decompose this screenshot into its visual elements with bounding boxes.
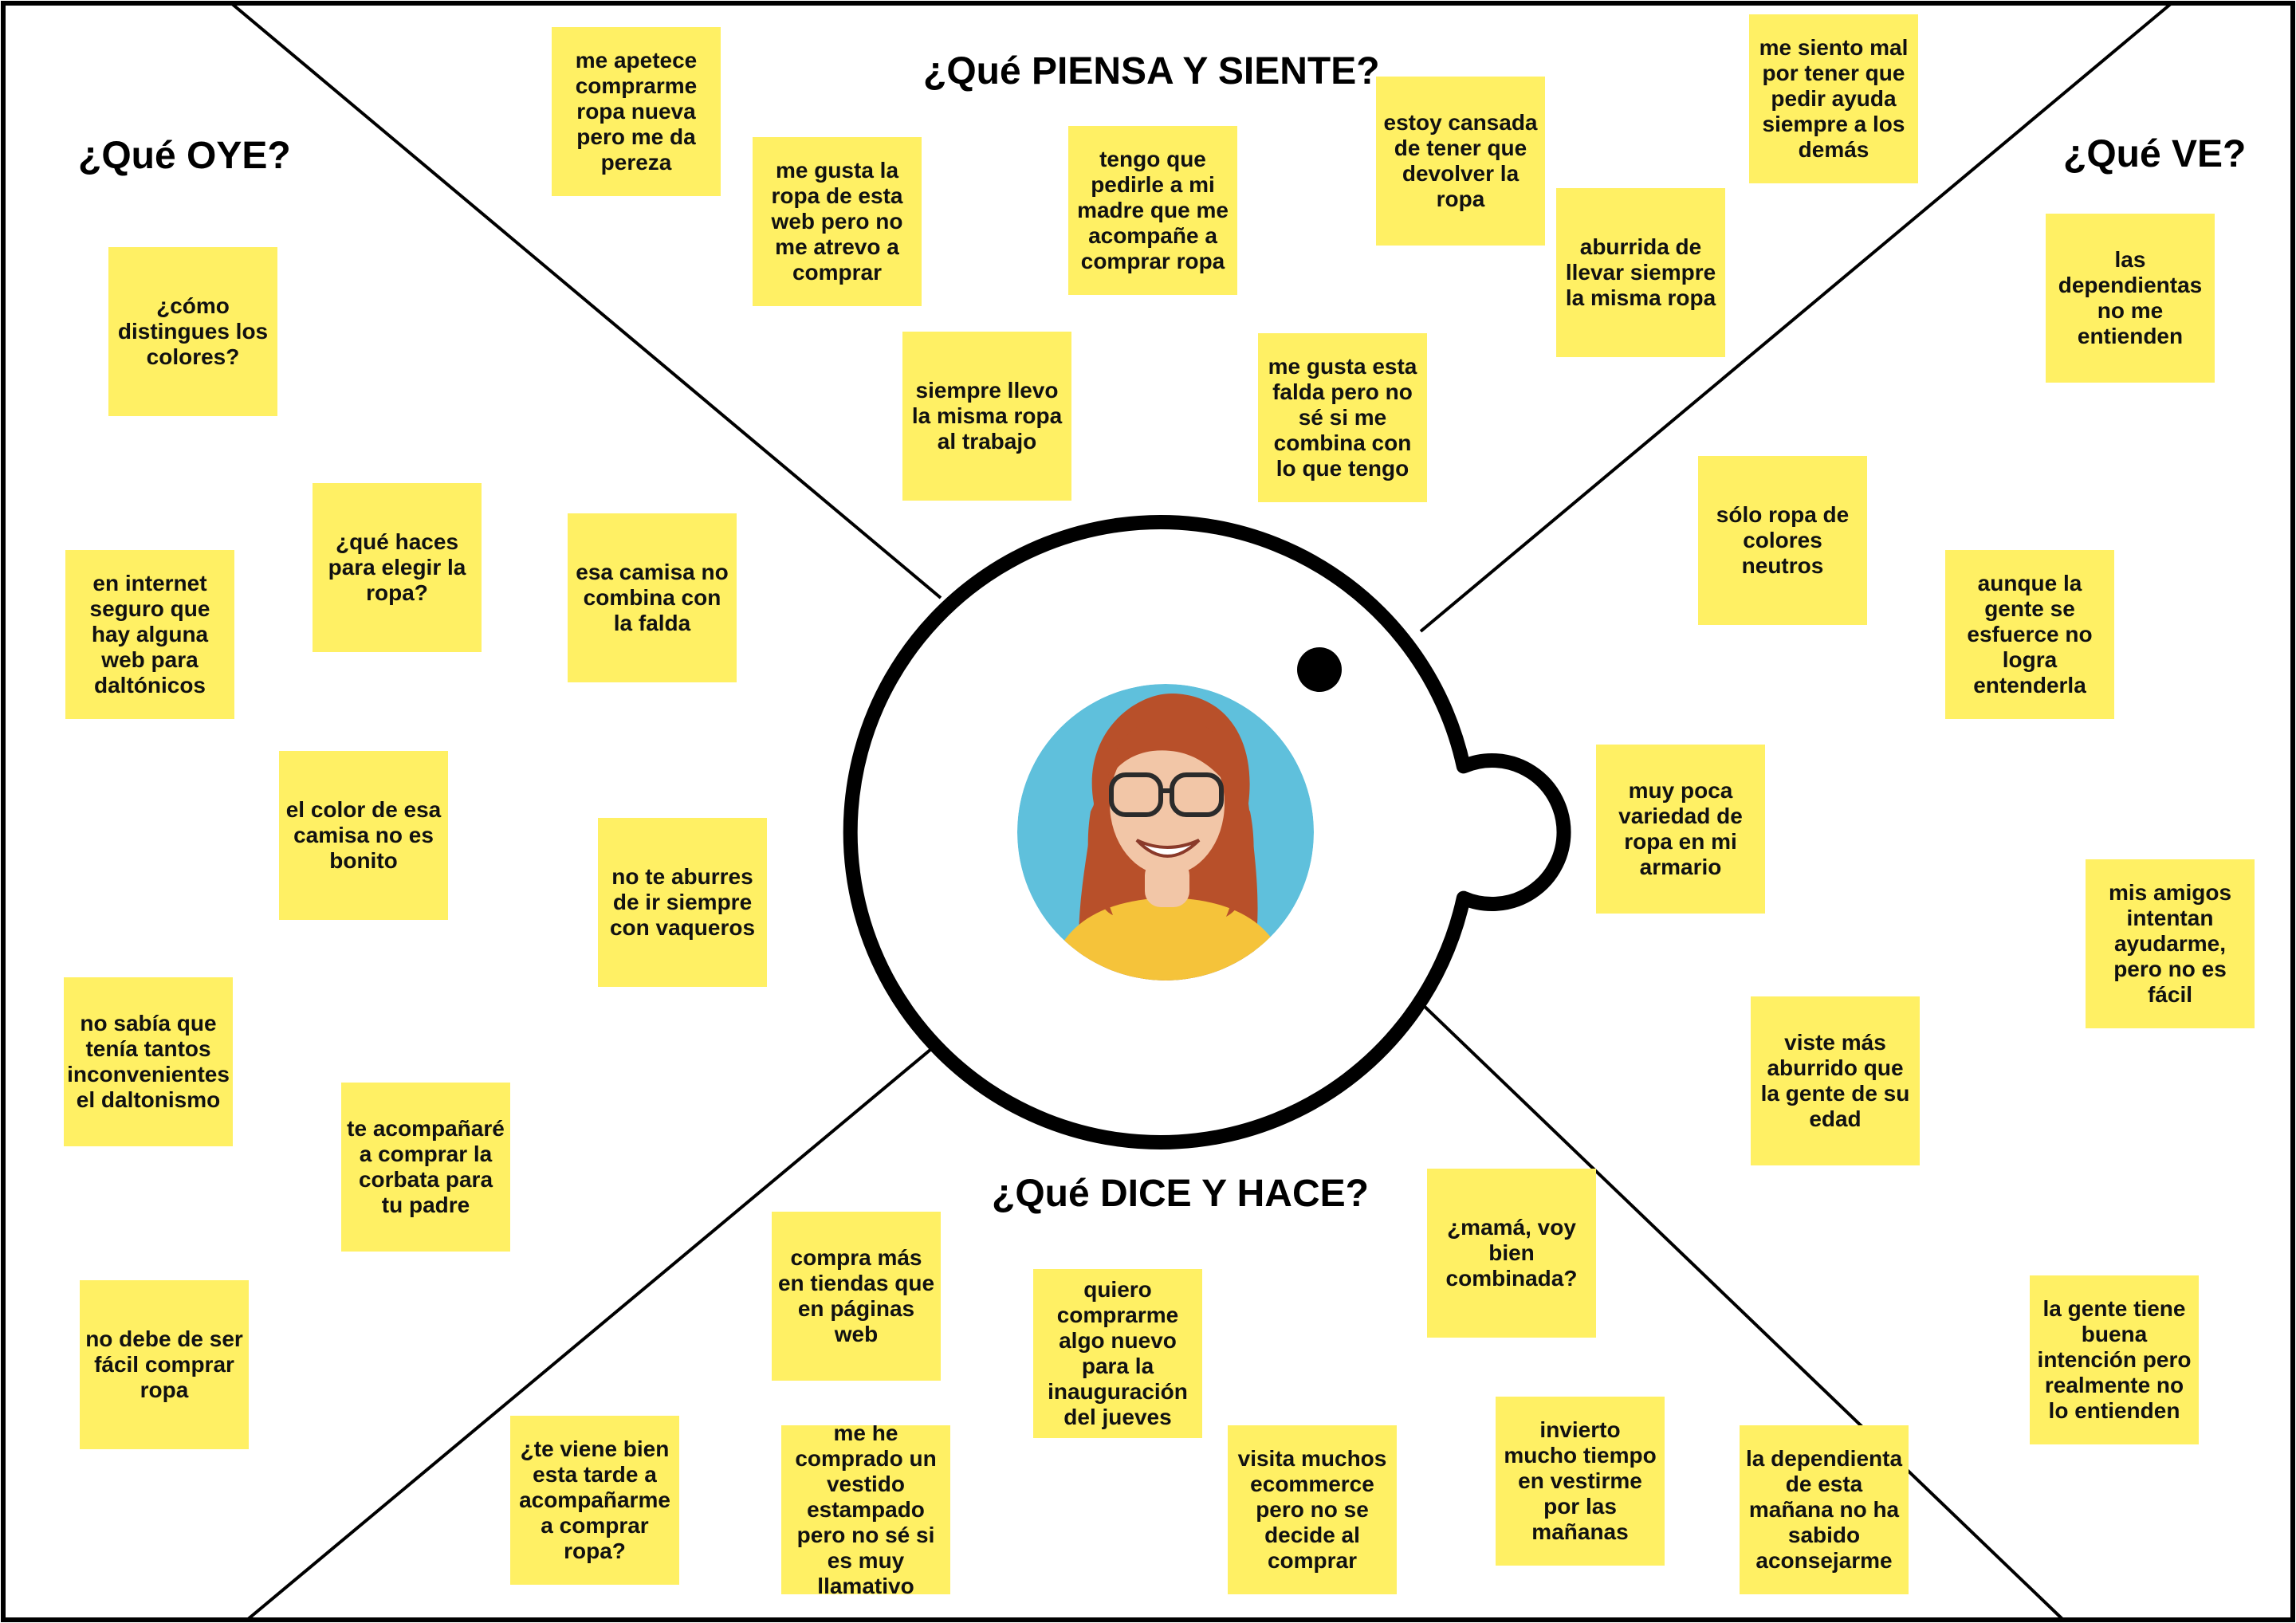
- sticky-note: la dependienta de esta mañana no ha sabi…: [1740, 1425, 1909, 1594]
- divider-top-right: [1419, 2, 2173, 633]
- sticky-note: las dependientas no me entienden: [2046, 214, 2215, 383]
- sticky-note: aunque la gente se esfuerce no logra ent…: [1945, 550, 2114, 719]
- sticky-note: estoy cansada de tener que devolver la r…: [1376, 77, 1545, 246]
- persona-photo-icon: [1017, 684, 1314, 980]
- sticky-note: esa camisa no combina con la falda: [568, 513, 737, 682]
- sticky-note: el color de esa camisa no es bonito: [279, 751, 448, 920]
- sticky-note: no te aburres de ir siempre con vaqueros: [598, 818, 767, 987]
- sticky-note: viste más aburrido que la gente de su ed…: [1751, 996, 1920, 1165]
- sticky-note: visita muchos ecommerce pero no se decid…: [1228, 1425, 1397, 1594]
- divider-top-left: [230, 2, 942, 599]
- sticky-note: muy poca variedad de ropa en mi armario: [1596, 745, 1765, 914]
- sticky-note: me he comprado un vestido estampado pero…: [781, 1425, 950, 1594]
- sticky-note: ¿qué haces para elegir la ropa?: [313, 483, 482, 652]
- heading-piensa-y-siente: ¿Qué PIENSA Y SIENTE?: [923, 50, 1380, 92]
- sticky-note: ¿te viene bien esta tarde a acompañarme …: [510, 1416, 679, 1585]
- sticky-note: me apetece comprarme ropa nueva pero me …: [552, 27, 721, 196]
- sticky-note: no sabía que tenía tantos inconvenientes…: [64, 977, 233, 1146]
- heading-oye: ¿Qué OYE?: [78, 135, 291, 177]
- sticky-note: compra más en tiendas que en páginas web: [772, 1212, 941, 1381]
- eye-dot: [1297, 647, 1342, 692]
- divider-bottom-left: [246, 1039, 942, 1621]
- sticky-note: ¿cómo distingues los colores?: [108, 247, 277, 416]
- heading-ve: ¿Qué VE?: [2063, 133, 2247, 175]
- sticky-note: te acompañaré a comprar la corbata para …: [341, 1083, 510, 1252]
- sticky-note: ¿mamá, voy bien combinada?: [1427, 1169, 1596, 1338]
- sticky-note: mis amigos intentan ayudarme, pero no es…: [2086, 859, 2255, 1028]
- sticky-note: invierto mucho tiempo en vestirme por la…: [1496, 1397, 1665, 1566]
- sticky-note: me gusta la ropa de esta web pero no me …: [753, 137, 922, 306]
- sticky-note: siempre llevo la misma ropa al trabajo: [902, 332, 1071, 501]
- persona-photo: [1017, 684, 1314, 980]
- sticky-note: la gente tiene buena intención pero real…: [2030, 1275, 2199, 1444]
- heading-dice-y-hace: ¿Qué DICE Y HACE?: [992, 1173, 1369, 1215]
- divider-bottom-right: [1417, 1000, 2065, 1621]
- sticky-note: sólo ropa de colores neutros: [1698, 456, 1867, 625]
- sticky-note: me siento mal por tener que pedir ayuda …: [1749, 14, 1918, 183]
- sticky-note: en internet seguro que hay alguna web pa…: [65, 550, 234, 719]
- sticky-note: tengo que pedirle a mi madre que me acom…: [1068, 126, 1237, 295]
- sticky-note: aburrida de llevar siempre la misma ropa: [1556, 188, 1725, 357]
- sticky-note: no debe de ser fácil comprar ropa: [80, 1280, 249, 1449]
- sticky-note: quiero comprarme algo nuevo para la inau…: [1033, 1269, 1202, 1438]
- sticky-note: me gusta esta falda pero no sé si me com…: [1258, 333, 1427, 502]
